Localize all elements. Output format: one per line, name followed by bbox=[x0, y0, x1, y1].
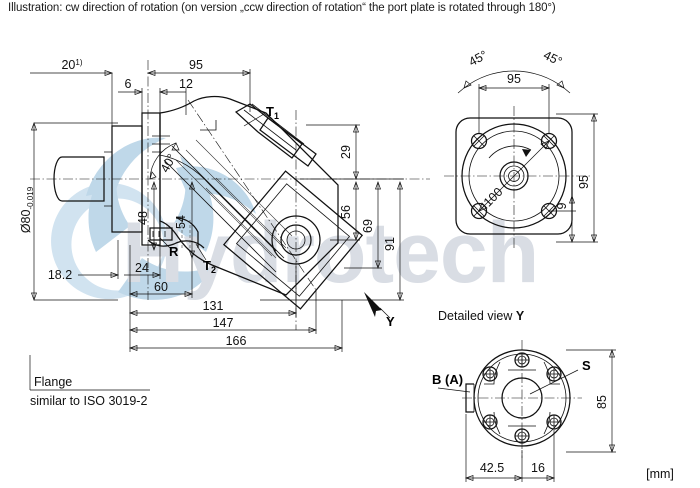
label-S: S bbox=[582, 358, 591, 373]
angle-45-left-label: 45° bbox=[466, 48, 489, 69]
units-label: [mm] bbox=[646, 467, 674, 481]
flange-note: Flange similar to ISO 3019-2 bbox=[29, 355, 150, 408]
view-arrow-y: Y bbox=[364, 292, 395, 329]
watermark-group: Hydrotech bbox=[51, 137, 539, 301]
dim-147-label: 147 bbox=[213, 316, 234, 330]
dim-16-label: 16 bbox=[531, 461, 545, 475]
dim-166-label: 166 bbox=[226, 334, 247, 348]
label-B-A: B (A) bbox=[432, 372, 463, 387]
dim-91-label: 91 bbox=[383, 237, 397, 251]
dim-20-label: 201) bbox=[61, 58, 82, 72]
dim-24-label: 24 bbox=[135, 261, 149, 275]
dim-f95-right-label: 95 bbox=[577, 175, 591, 189]
dim-dia80-label: Ø80-0.019 bbox=[19, 186, 35, 233]
dim-48-label: 48 bbox=[136, 211, 150, 225]
dim-12-label: 12 bbox=[179, 77, 193, 91]
watermark-swoosh-icon bbox=[51, 137, 256, 300]
dim-29-label: 29 bbox=[339, 145, 353, 159]
flange-note-line1: Flange bbox=[34, 375, 72, 389]
right-dimension-group: 29 56 69 91 bbox=[260, 123, 404, 302]
figure-caption: Illustration: cw direction of rotation (… bbox=[8, 2, 556, 14]
dim-f9-label: 9 bbox=[555, 202, 569, 209]
dim-42p5-label: 42.5 bbox=[480, 461, 504, 475]
detail-view-title: Detailed view Y bbox=[438, 309, 525, 323]
view-arrow-y-label: Y bbox=[386, 314, 395, 329]
dim-6-label: 6 bbox=[125, 77, 132, 91]
top-dimension-group: 201) 6 12 95 bbox=[30, 58, 252, 126]
dim-85-label: 85 bbox=[595, 395, 609, 409]
dim-60-label: 60 bbox=[154, 280, 168, 294]
dim-69-label: 69 bbox=[361, 219, 375, 233]
dim-54-label: 54 bbox=[174, 215, 188, 229]
port-label-group: T1 T2 R bbox=[159, 104, 279, 275]
dim-f95-top-label: 95 bbox=[507, 72, 521, 86]
dim-131-label: 131 bbox=[203, 299, 224, 313]
flange-note-line2: similar to ISO 3019-2 bbox=[30, 394, 147, 408]
detail-view-y-group: Detailed view Y bbox=[432, 309, 616, 482]
bottom-dimension-group: 18.2 24 60 131 147 166 bbox=[48, 240, 344, 352]
label-T1: T1 bbox=[266, 104, 279, 121]
left-dimension-group: Ø80-0.019 bbox=[19, 121, 118, 302]
dim-56-label: 56 bbox=[339, 205, 353, 219]
angle-45-right-label: 45° bbox=[541, 48, 564, 69]
dim-95-label: 95 bbox=[189, 58, 203, 72]
label-R: R bbox=[169, 244, 179, 259]
label-T2: T2 bbox=[203, 258, 216, 275]
dim-18p2-label: 18.2 bbox=[48, 268, 72, 282]
